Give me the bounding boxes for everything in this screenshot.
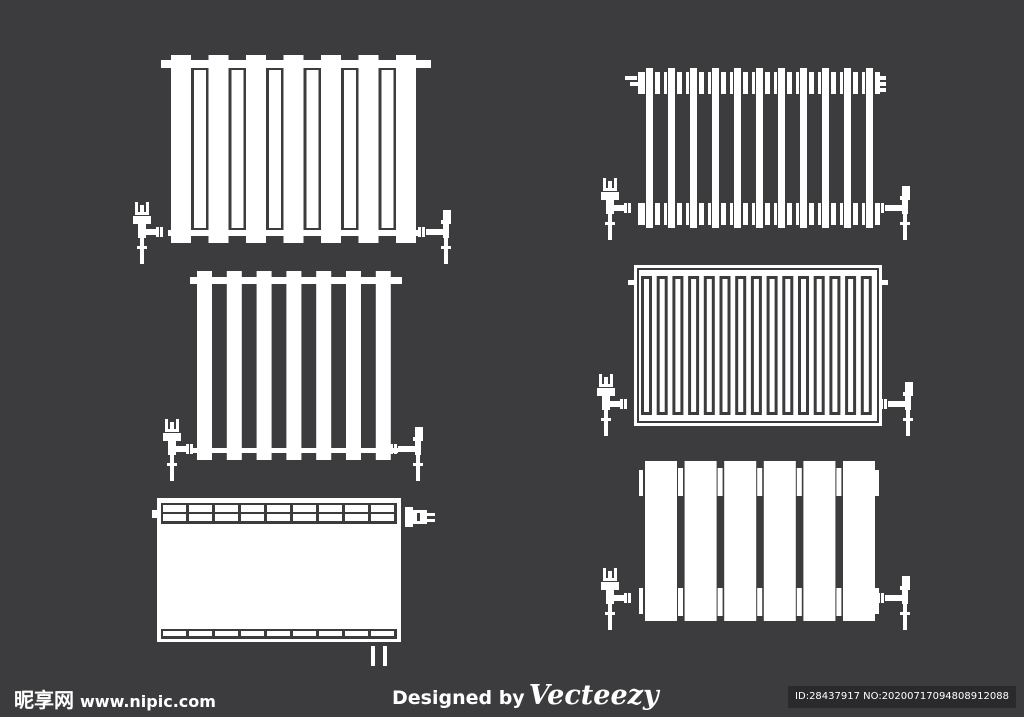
valve-icon xyxy=(418,210,451,264)
credit-brand-logo: Vecteezy xyxy=(528,680,659,711)
valve-icon xyxy=(597,374,627,436)
credit-designed-by: Designed by xyxy=(392,687,525,709)
radiator-aluminium-section xyxy=(601,461,910,630)
valve-icon xyxy=(601,178,631,240)
radiator-slim-column xyxy=(163,271,423,481)
radiator-wide-column xyxy=(133,55,451,264)
valve-icon xyxy=(601,568,631,630)
valve-icon xyxy=(133,202,163,264)
image-id-label: ID:28437917 NO:20200717094808912088 xyxy=(788,686,1016,708)
radiator-tube-column xyxy=(601,68,910,240)
valve-icon xyxy=(880,382,913,436)
nipic-watermark: 昵享网 www.nipic.com xyxy=(14,684,216,713)
valve-icon xyxy=(877,576,910,630)
radiator-panel-convector xyxy=(152,498,435,666)
valve-icon xyxy=(390,427,423,481)
watermark-url: www.nipic.com xyxy=(80,692,216,711)
valve-icon xyxy=(163,419,193,481)
valve-icon xyxy=(877,186,910,240)
radiator-panel-framed xyxy=(597,265,913,436)
watermark-site: 昵享网 xyxy=(14,688,74,712)
